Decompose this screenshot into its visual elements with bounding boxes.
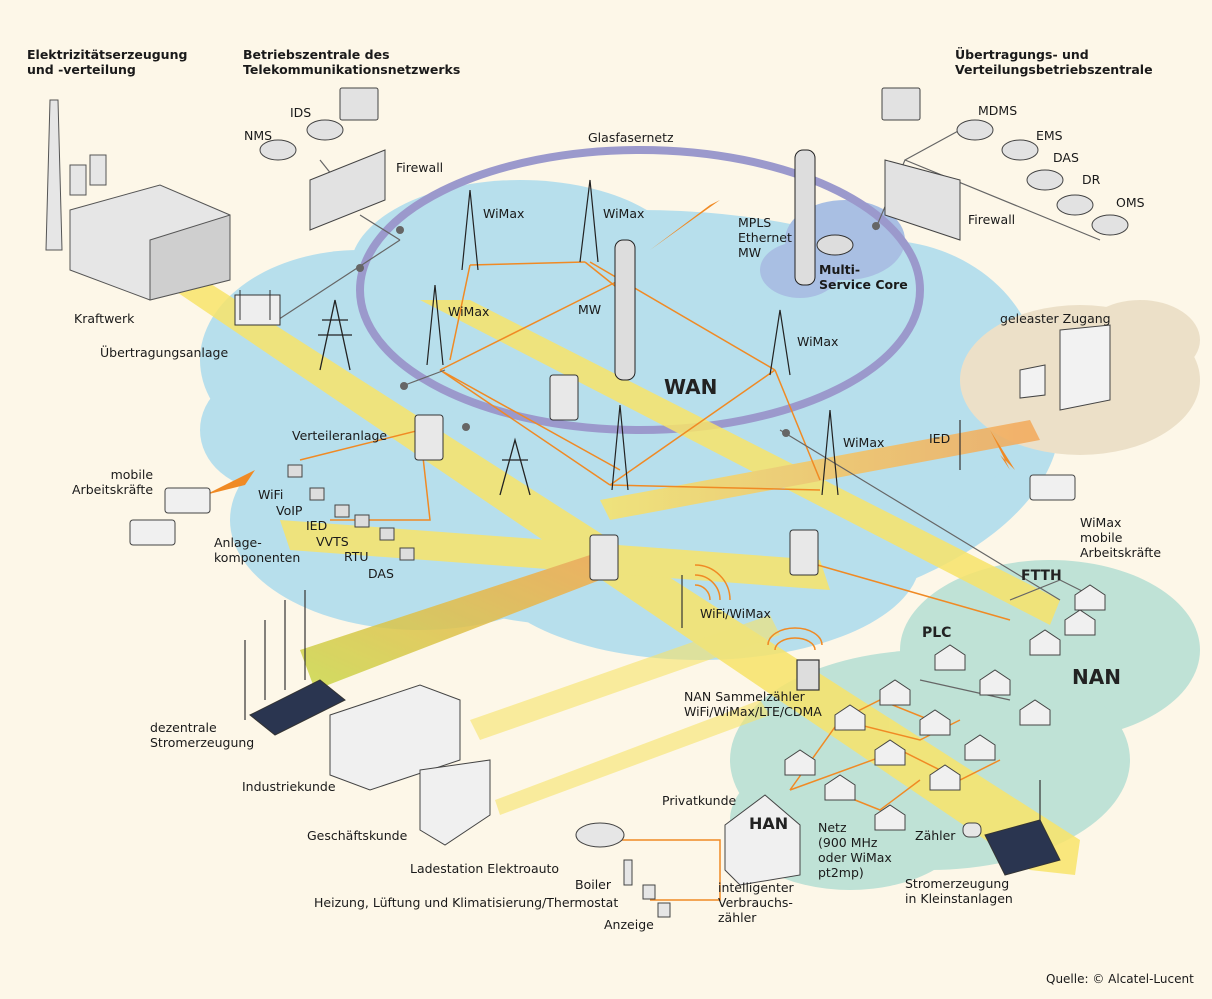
heading-telecom-center: Betriebszentrale des Telekommunikationsn… — [243, 47, 461, 77]
label-plc: PLC — [922, 625, 952, 641]
connection-dots — [356, 222, 880, 437]
label-firewall-right: Firewall — [968, 212, 1016, 227]
label-wifi: WiFi — [258, 487, 284, 502]
customer-building-icons — [329, 684, 491, 846]
label-wan: WAN — [664, 375, 718, 399]
label-mdms: MDMS — [978, 103, 1018, 118]
label-voip: VoIP — [276, 503, 303, 518]
label-nan-collector: NAN Sammelzähler WiFi/WiMax/LTE/CDMA — [684, 689, 822, 719]
label-industriekunde: Industriekunde — [242, 779, 336, 794]
label-privatkunde: Privatkunde — [662, 793, 737, 808]
label-kraftwerk: Kraftwerk — [74, 311, 135, 326]
label-nms: NMS — [244, 128, 273, 143]
label-multi-service-core: Multi- Service Core — [819, 262, 908, 292]
heading-transmission-center: Übertragungs- und Verteilungsbetriebszen… — [955, 47, 1153, 77]
antenna-icons — [681, 420, 961, 691]
label-boiler: Boiler — [575, 877, 611, 892]
label-wifi-wimax: WiFi/WiMax — [700, 606, 771, 621]
label-vvts: VVTS — [316, 534, 349, 549]
label-ids: IDS — [290, 105, 312, 120]
label-firewall-left: Firewall — [396, 160, 444, 175]
lease-building-icon — [1019, 324, 1111, 411]
label-wimax-2: WiMax — [603, 206, 645, 221]
substation-device-icons — [287, 464, 415, 561]
label-dr: DR — [1082, 172, 1101, 187]
label-geleaster-zugang: geleaster Zugang — [1000, 311, 1111, 326]
label-ied-left: IED — [306, 518, 328, 533]
label-rtu: RTU — [344, 549, 369, 564]
heading-generation: Elektrizitätserzeugung und -verteilung — [27, 47, 188, 77]
label-hlk: Heizung, Lüftung und Klimatisierung/Ther… — [314, 895, 619, 910]
datacenter-icons — [259, 87, 1129, 241]
label-uebertragungsanlage: Übertragungsanlage — [100, 345, 229, 360]
signal-wave-icons — [694, 564, 823, 651]
power-plant-icon — [45, 99, 231, 301]
label-han: HAN — [749, 814, 789, 833]
solar-panel-icons — [249, 679, 1061, 876]
label-zaehler: Zähler — [915, 828, 956, 843]
label-mpls: MPLS Ethernet MW — [738, 215, 792, 260]
access-node-icons — [414, 374, 819, 581]
label-nan: NAN — [1072, 665, 1121, 689]
label-netz: Netz (900 MHz oder WiMax pt2mp) — [818, 820, 892, 880]
label-anlage-komponenten: Anlage- komponenten — [214, 535, 301, 565]
label-wimax-3: WiMax — [448, 304, 490, 319]
transmission-plant-icon — [234, 290, 281, 326]
label-wimax-5: WiMax — [843, 435, 885, 450]
label-glasfasernetz: Glasfasernetz — [588, 130, 674, 145]
label-kleinanlagen: Stromerzeugung in Kleinstanlagen — [905, 876, 1013, 906]
label-anzeige: Anzeige — [604, 917, 654, 932]
label-ems: EMS — [1036, 128, 1063, 143]
label-verteileranlage: Verteileranlage — [292, 428, 388, 443]
lightning-bolt-icons — [205, 200, 1015, 495]
wimax-tower-icons — [426, 179, 839, 496]
label-intelligenter: intelligenter Verbrauchs- zähler — [718, 880, 794, 925]
pylon-icons — [318, 299, 531, 496]
van-icons — [129, 474, 1076, 546]
label-das-left: DAS — [368, 566, 394, 581]
label-wimax-1: WiMax — [483, 206, 525, 221]
fiber-ring — [356, 146, 924, 434]
router-icon — [816, 234, 854, 256]
label-ied-right: IED — [929, 431, 951, 446]
home-device-icons — [575, 822, 982, 918]
label-quelle: Quelle: © Alcatel-Lucent — [1046, 972, 1194, 986]
label-ftth: FTTH — [1021, 568, 1062, 584]
house-icons — [724, 584, 1106, 886]
label-mobile-workers-left: mobile Arbeitskräfte — [72, 467, 154, 497]
label-dezentrale: dezentrale Stromerzeugung — [150, 720, 255, 750]
label-wimax-mobile-workers: WiMax mobile Arbeitskräfte — [1080, 515, 1162, 560]
mw-tower-icons — [614, 149, 816, 381]
label-das-top: DAS — [1053, 150, 1079, 165]
label-wimax-4: WiMax — [797, 334, 839, 349]
label-geschaeftskunde: Geschäftskunde — [307, 828, 408, 843]
label-mw: MW — [578, 302, 602, 317]
label-ladestation: Ladestation Elektroauto — [410, 861, 560, 876]
label-oms: OMS — [1116, 195, 1145, 210]
